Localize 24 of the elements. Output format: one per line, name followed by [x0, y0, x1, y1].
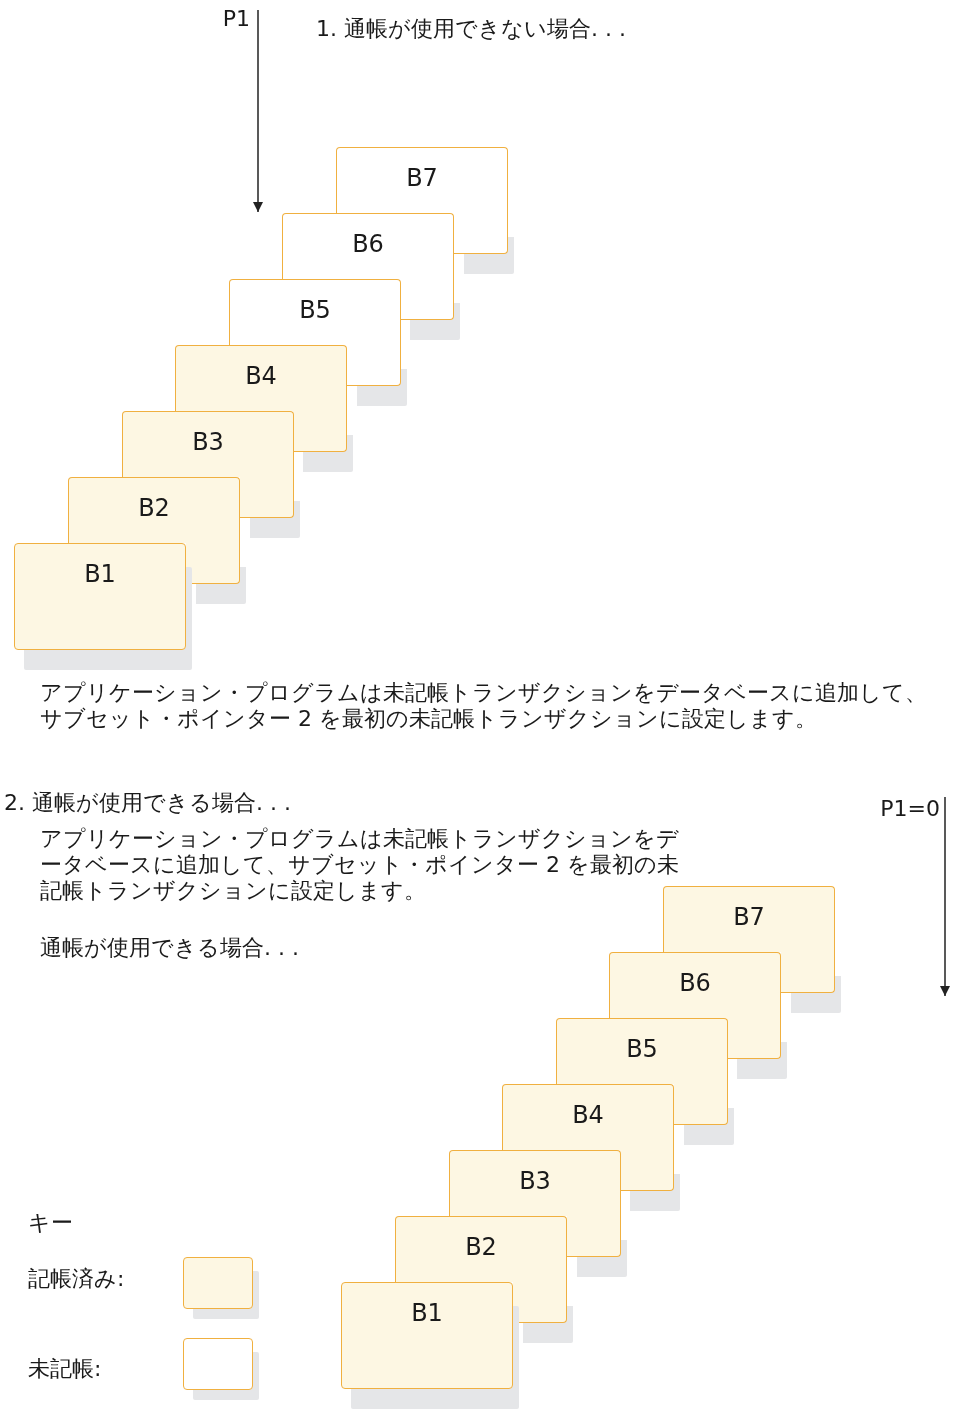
card-label: B3 [191, 428, 225, 456]
card-label: B7 [405, 164, 439, 192]
card-label: B6 [678, 969, 712, 997]
case-heading: 2. 通帳が使用できる場合. . . [4, 790, 292, 816]
card-label: B5 [298, 296, 332, 324]
card-label: B3 [518, 1167, 552, 1195]
card-label: B4 [571, 1101, 605, 1129]
card-label: B1 [83, 560, 117, 588]
note: 通帳が使用できる場合. . . [40, 935, 300, 961]
legend-label: 記帳済み: [28, 1266, 125, 1292]
description: アプリケーション・プログラムは未記帳トランザクションをデータベースに追加して、サブセット・ポインター 2 を最初の未記帳トランザクションに設定します。 [40, 826, 680, 904]
case-heading: 1. 通帳が使用できない場合. . . [316, 16, 627, 42]
pointer-label: P1=0 [879, 796, 940, 822]
pointer-label: P1 [221, 6, 250, 32]
card-label: B1 [410, 1299, 444, 1327]
card-label: B6 [351, 230, 385, 258]
legend-title: キー [28, 1210, 74, 1236]
card-label: B2 [137, 494, 171, 522]
card-label: B2 [464, 1233, 498, 1261]
legend-label: 未記帳: [28, 1356, 102, 1382]
card-label: B7 [732, 903, 766, 931]
description: アプリケーション・プログラムは未記帳トランザクションをデータベースに追加して、サブセット・ポインター 2 を最初の未記帳トランザクションに設定します。 [40, 680, 928, 732]
card-label: B5 [625, 1035, 659, 1063]
card-label: B4 [244, 362, 278, 390]
